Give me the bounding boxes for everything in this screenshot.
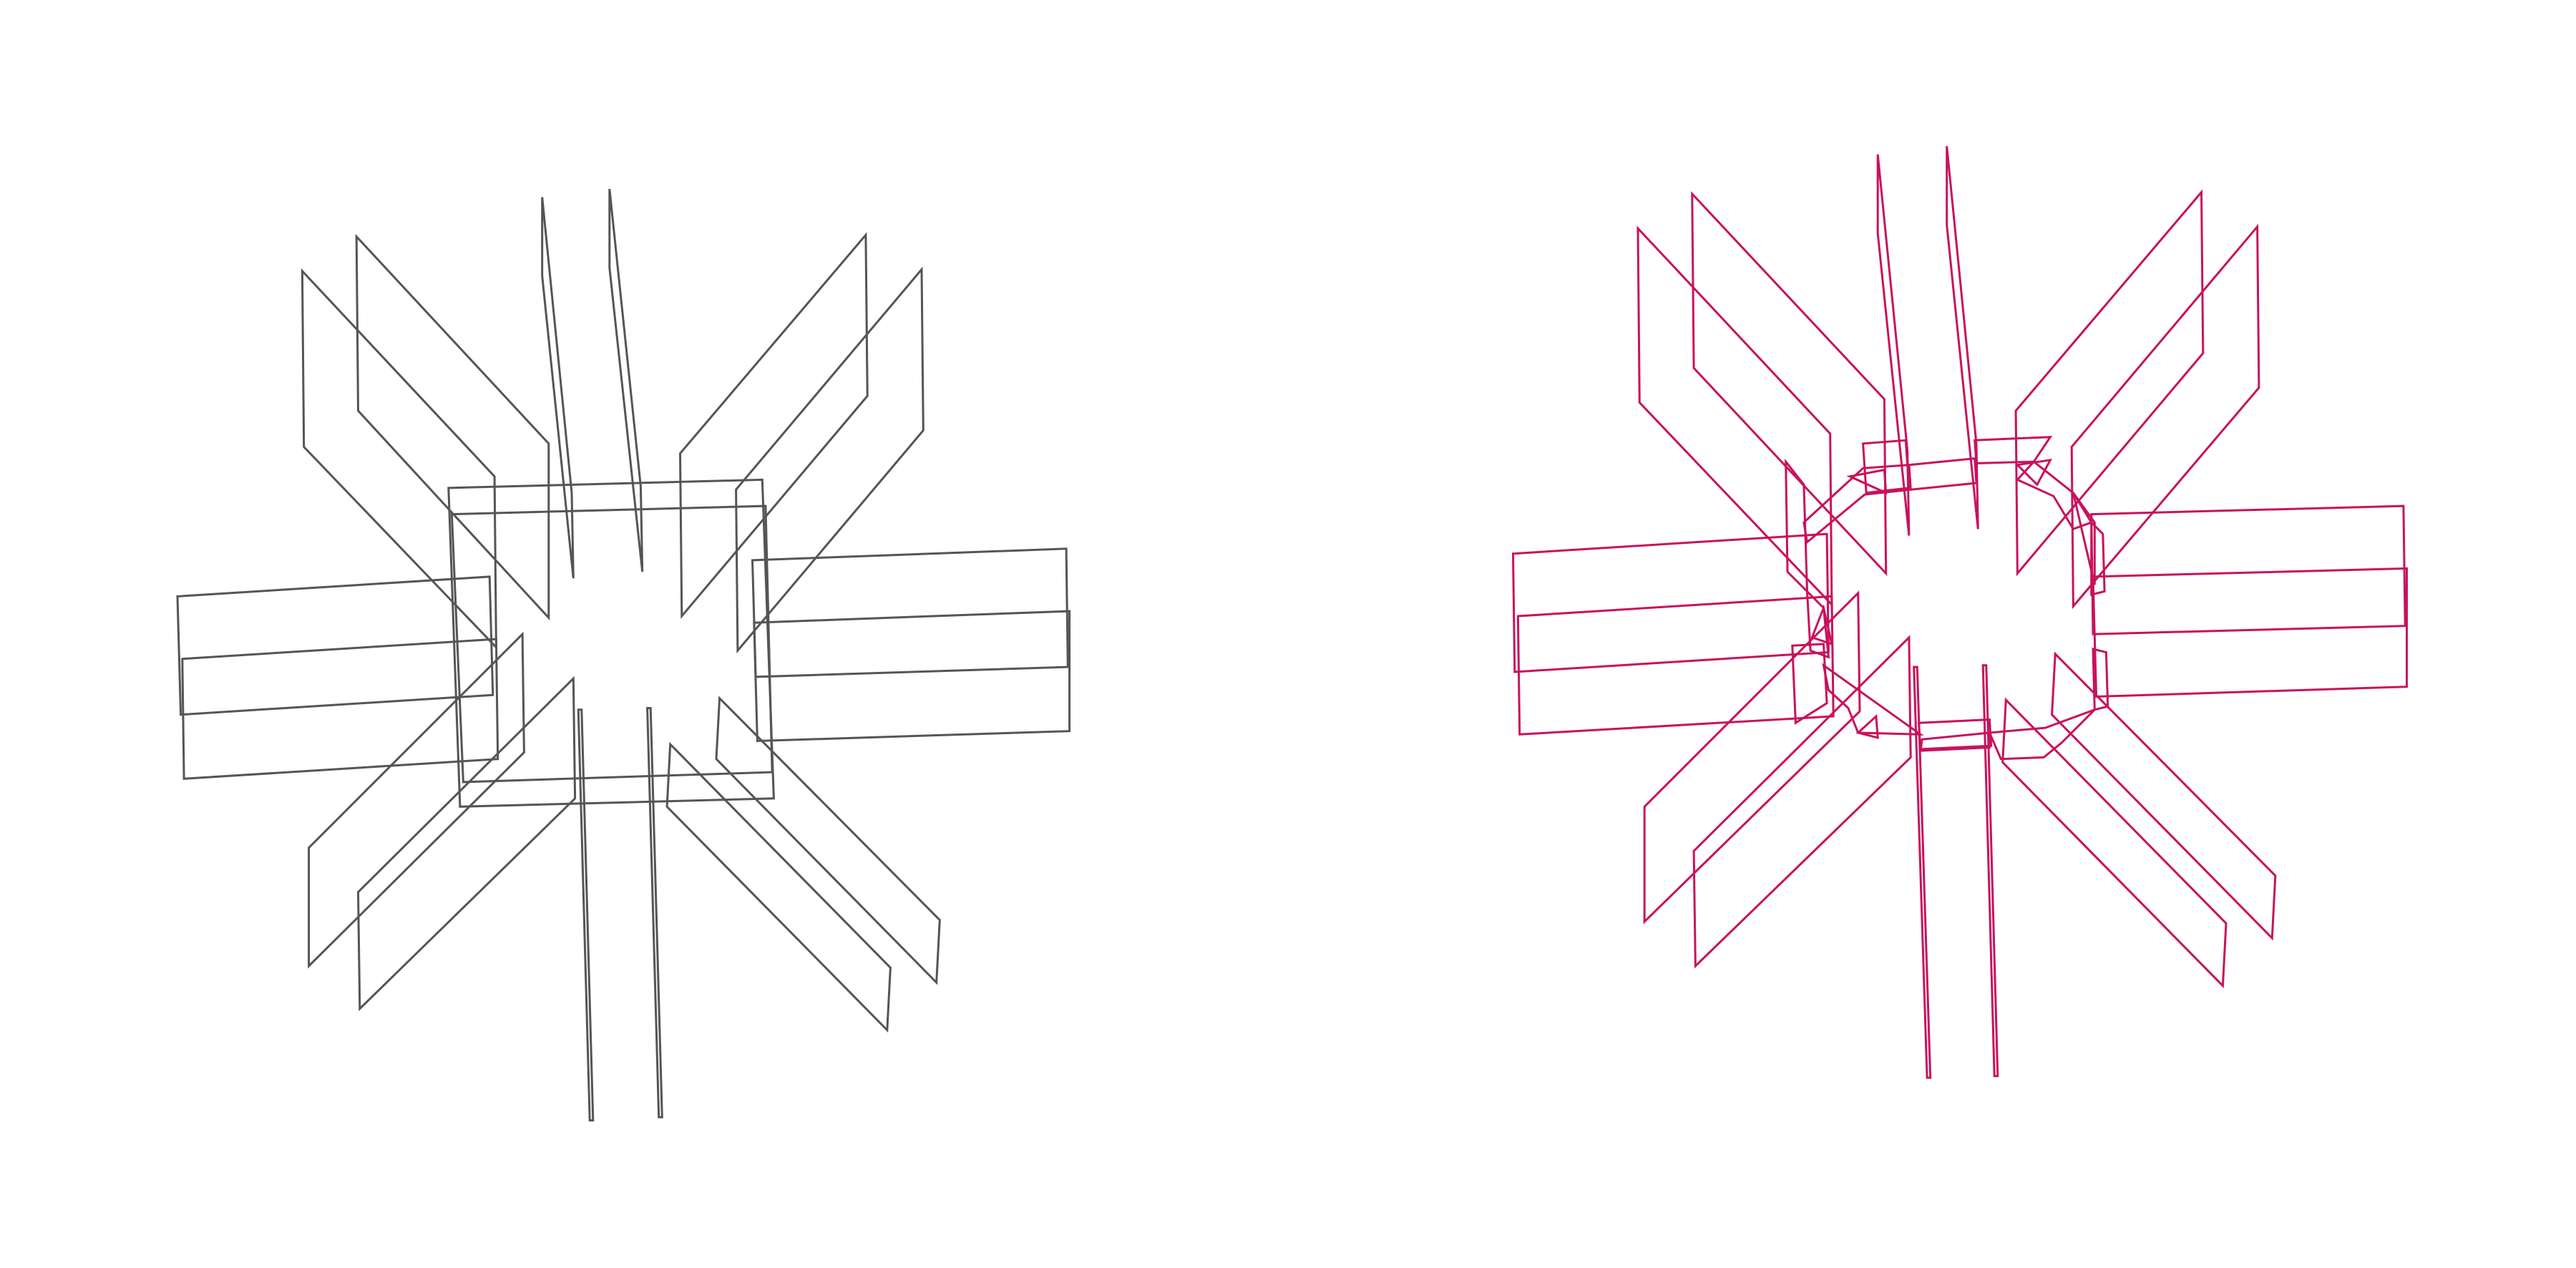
- right-magenta-wireframe: [1511, 146, 2408, 1079]
- left-edge-12: [356, 676, 577, 1012]
- left-edge-4: [181, 638, 499, 780]
- right-edge-2: [1516, 595, 1835, 736]
- right-edge-13: [1876, 154, 1911, 536]
- right-edge-32: [1791, 643, 1828, 725]
- right-edge-1: [1511, 532, 1830, 673]
- right-edge-33: [1810, 604, 1833, 646]
- right-edge-11: [2051, 651, 2277, 941]
- right-edge-10: [1692, 635, 1912, 969]
- left-edge-10: [735, 266, 924, 654]
- right-edge-4: [2092, 567, 2408, 698]
- right-edge-34: [1846, 468, 1888, 495]
- left-gray-wireframe: [176, 188, 1071, 1122]
- left-edge-14: [665, 741, 892, 1033]
- right-edge-16: [1981, 664, 1999, 1078]
- right-edge-7: [2014, 189, 2205, 577]
- right-edge-20: [1974, 436, 2053, 464]
- left-edge-6: [753, 610, 1071, 743]
- right-edge-29: [1855, 713, 1879, 739]
- right-edge-18: [1862, 439, 1911, 494]
- left-edge-18: [646, 707, 663, 1118]
- right-edge-19: [1908, 457, 1978, 491]
- right-edge-26: [1919, 731, 1991, 752]
- right-edge-9: [1643, 590, 1861, 925]
- right-edge-31: [1805, 588, 1830, 659]
- right-edge-25: [1988, 708, 2096, 761]
- left-edge-13: [715, 696, 941, 985]
- left-edge-16: [608, 188, 644, 572]
- left-edge-2: [450, 504, 774, 784]
- right-edge-28: [1822, 663, 1924, 736]
- right-edge-15: [1913, 665, 1932, 1079]
- right-edge-5: [1636, 225, 1833, 608]
- right-edge-6: [1691, 191, 1888, 577]
- left-edge-7: [301, 268, 497, 650]
- left-edge-17: [577, 708, 595, 1122]
- right-edge-24: [2072, 492, 2096, 585]
- right-edge-8: [2070, 223, 2260, 610]
- right-edge-35: [2015, 458, 2053, 487]
- left-edge-15: [541, 197, 575, 579]
- right-edge-14: [1946, 146, 1979, 530]
- left-edge-11: [308, 631, 525, 969]
- right-edge-27: [1918, 718, 1993, 751]
- left-edge-9: [678, 232, 869, 620]
- right-edge-12: [2001, 697, 2228, 989]
- left-edge-8: [355, 233, 550, 621]
- left-edge-3: [176, 575, 494, 716]
- right-edge-23: [2092, 647, 2109, 711]
